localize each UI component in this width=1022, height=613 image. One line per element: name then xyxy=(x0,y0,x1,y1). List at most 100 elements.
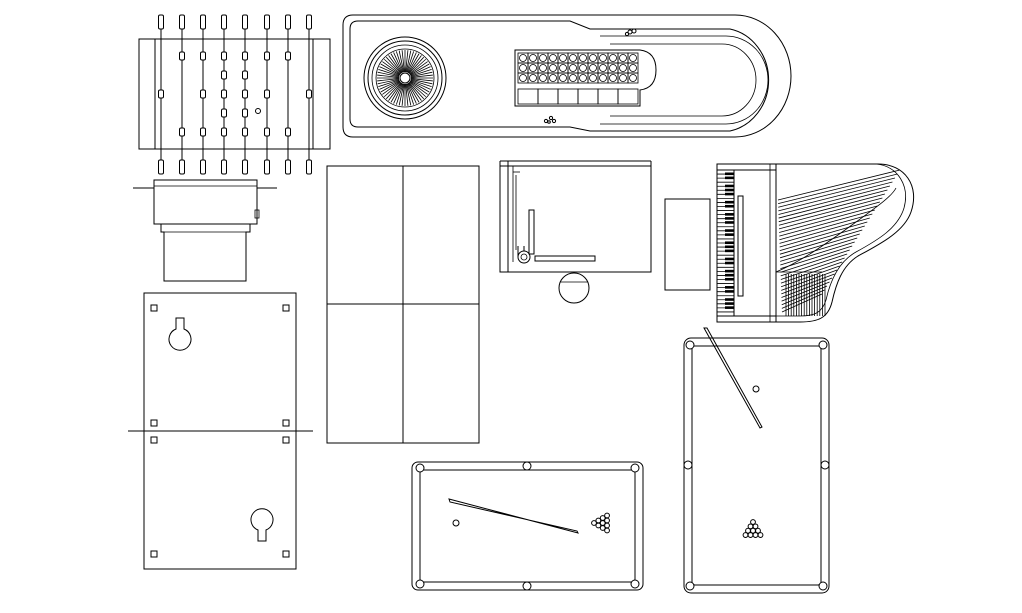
pool-pocket xyxy=(415,579,425,589)
foosball-field xyxy=(154,38,314,150)
drafting-board xyxy=(499,165,652,273)
piano-strings xyxy=(777,169,901,316)
piano-black-key xyxy=(725,269,734,273)
pool-ball xyxy=(752,523,759,530)
pool-pocket xyxy=(522,461,532,471)
pool-pocket xyxy=(630,579,640,589)
pool-pocket xyxy=(818,340,828,350)
piano-black-key xyxy=(725,261,734,265)
pool-ball xyxy=(757,532,764,538)
drafting-pivot xyxy=(517,250,531,264)
pool-pocket xyxy=(522,581,532,591)
piano-black-key xyxy=(725,249,734,253)
foosball-player xyxy=(242,51,248,61)
roulette-inner-edge xyxy=(349,20,770,132)
foosball-player xyxy=(242,108,248,118)
foosball-player xyxy=(242,127,248,137)
piano-black-key xyxy=(725,221,734,224)
foosball-player xyxy=(200,51,206,61)
pool-table-vertical xyxy=(683,327,830,594)
foosball-player xyxy=(179,127,185,137)
foosball-outer-frame xyxy=(138,38,331,150)
piano-black-key xyxy=(725,298,734,301)
pool-v-cue xyxy=(703,327,763,429)
piano-black-key xyxy=(725,172,734,176)
air-hockey-table xyxy=(128,292,313,570)
foosball-player xyxy=(221,127,227,137)
foosball-table xyxy=(138,14,331,175)
piano-black-key xyxy=(725,176,734,180)
air-hockey-corner-marks xyxy=(150,304,290,558)
piano-black-key xyxy=(725,184,734,188)
pool-ball xyxy=(604,512,610,519)
pool-h-cue-ball xyxy=(452,519,460,527)
piano-black-key xyxy=(725,233,734,236)
foosball-player xyxy=(264,127,270,137)
pool-ball xyxy=(752,532,759,538)
drafting-stool xyxy=(558,272,590,304)
foosball-ball xyxy=(255,108,261,114)
foosball-player xyxy=(200,89,206,99)
pool-pocket xyxy=(685,340,695,350)
piano-black-key xyxy=(725,229,734,232)
foosball-player xyxy=(179,51,185,61)
grand-piano xyxy=(716,163,915,323)
piano-black-key xyxy=(725,213,734,216)
pool-v-pockets xyxy=(683,340,830,591)
pool-pocket xyxy=(818,581,828,591)
pool-h-pockets xyxy=(415,461,640,591)
foosball-player xyxy=(242,70,248,80)
foosball-player xyxy=(221,108,227,118)
foosball-rods xyxy=(158,14,312,175)
air-hockey-goal-bottom xyxy=(250,508,274,542)
table-tennis-table xyxy=(326,165,480,444)
foosball-player xyxy=(264,89,270,99)
foosball-player xyxy=(285,127,291,137)
pool-ball xyxy=(750,519,756,525)
pool-pocket xyxy=(683,460,693,470)
pool-v-outer-rail xyxy=(683,337,830,594)
hot-tub-cover xyxy=(153,179,258,225)
pool-ball xyxy=(604,522,610,529)
hot-tub-basin xyxy=(160,223,251,282)
pool-ball xyxy=(604,527,610,534)
foosball-player xyxy=(221,89,227,99)
pool-ball xyxy=(742,532,749,538)
piano-black-key xyxy=(725,204,734,208)
pool-ball xyxy=(599,525,606,531)
pool-v-cue-ball xyxy=(752,385,760,393)
piano-black-key xyxy=(725,217,734,220)
foosball-player xyxy=(264,51,270,61)
roulette-rail-line xyxy=(600,35,769,125)
pool-ball xyxy=(747,532,754,538)
piano-keyboard xyxy=(717,169,734,317)
piano-black-key xyxy=(725,273,734,277)
pool-v-ball-rack xyxy=(742,519,764,538)
pool-v-inner-rail xyxy=(691,345,822,586)
pool-pocket xyxy=(415,463,425,473)
piano-music-stand xyxy=(737,195,744,297)
drafting-table xyxy=(499,160,652,304)
piano-black-key xyxy=(725,241,734,245)
roulette-board-outline xyxy=(514,49,657,107)
piano-bench xyxy=(664,198,711,291)
piano-black-key xyxy=(725,306,734,309)
air-hockey-goal-top xyxy=(168,317,192,351)
piano-black-key xyxy=(725,290,734,293)
foosball-player xyxy=(285,51,291,61)
foosball-player xyxy=(221,51,227,61)
piano-black-key xyxy=(725,200,734,204)
pool-table-horizontal xyxy=(411,461,644,591)
drafting-ruler-horizontal xyxy=(534,255,596,262)
pool-pocket xyxy=(820,460,830,470)
piano-black-key xyxy=(725,188,734,192)
foosball-player xyxy=(242,89,248,99)
foosball-player xyxy=(221,70,227,80)
piano-black-key xyxy=(725,286,734,289)
piano-black-key xyxy=(725,245,734,249)
piano-rim-inner xyxy=(776,163,906,317)
pool-ball xyxy=(595,522,602,529)
pool-h-ball-rack xyxy=(591,512,610,534)
